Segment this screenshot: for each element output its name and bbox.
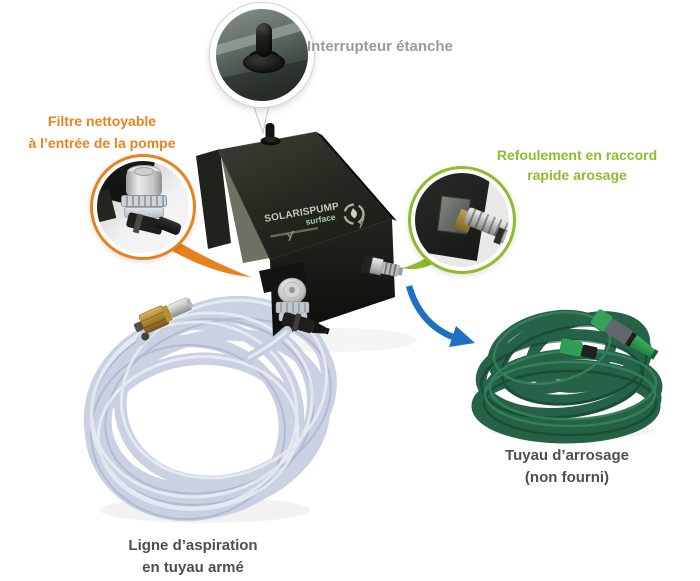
outlet-photo bbox=[415, 173, 509, 267]
garden-hose-label-line1: Tuyau d’arrosage bbox=[505, 447, 629, 464]
switch-callout-circle bbox=[210, 3, 314, 107]
filter-label-line2: à l’entrée de la pompe bbox=[28, 135, 176, 151]
inlet-filter-icon bbox=[259, 262, 330, 335]
pump-logo-icon bbox=[343, 203, 365, 225]
pump-body: SOLARISPUMP surface bbox=[196, 123, 404, 338]
hose-connector-icon bbox=[559, 338, 598, 359]
suction-line-label-line1: Ligne d’aspiration bbox=[128, 537, 258, 554]
toggle-switch-icon bbox=[256, 23, 272, 57]
filter-photo bbox=[97, 161, 189, 253]
pump-back-bracket bbox=[196, 149, 231, 249]
filter-label-line1: Filtre nettoyable bbox=[47, 113, 157, 129]
switch-callout-tail bbox=[251, 99, 271, 135]
foot-valve-icon bbox=[133, 297, 194, 346]
outlet-callout-circle bbox=[408, 166, 516, 274]
suction-line-label: Ligne d’aspiration en tuyau armé bbox=[108, 535, 278, 579]
port-markings bbox=[287, 217, 365, 242]
flow-arrow-icon bbox=[405, 285, 475, 347]
outlet-label: Refoulement en raccord rapide arosage bbox=[494, 145, 660, 185]
outlet-label-line1: Refoulement en raccord bbox=[496, 147, 658, 163]
switch-label-text: Interrupteur étanche bbox=[307, 38, 453, 55]
pump-switch-icon bbox=[260, 123, 281, 146]
switch-photo bbox=[216, 9, 308, 101]
suction-hose-coil bbox=[83, 295, 337, 522]
switch-label: Interrupteur étanche bbox=[307, 38, 453, 55]
pump-right-edge bbox=[316, 132, 397, 221]
garden-hose-coil bbox=[471, 309, 663, 444]
pump-tagline-line bbox=[270, 226, 319, 238]
garden-hose-label: Tuyau d’arrosage (non fourni) bbox=[482, 445, 652, 489]
filter-callout-circle bbox=[90, 154, 196, 260]
discharge-barb-icon bbox=[360, 254, 404, 277]
filter-callout-tail bbox=[167, 240, 251, 277]
garden-hose-label-line2: (non fourni) bbox=[524, 469, 610, 486]
suction-line-label-line2: en tuyau armé bbox=[142, 559, 244, 576]
outlet-label-line2: rapide arosage bbox=[527, 167, 627, 183]
filter-label: Filtre nettoyable à l’entrée de la pompe bbox=[16, 110, 188, 154]
spray-nozzle-icon bbox=[590, 309, 659, 360]
suction-hose-link bbox=[243, 326, 292, 363]
